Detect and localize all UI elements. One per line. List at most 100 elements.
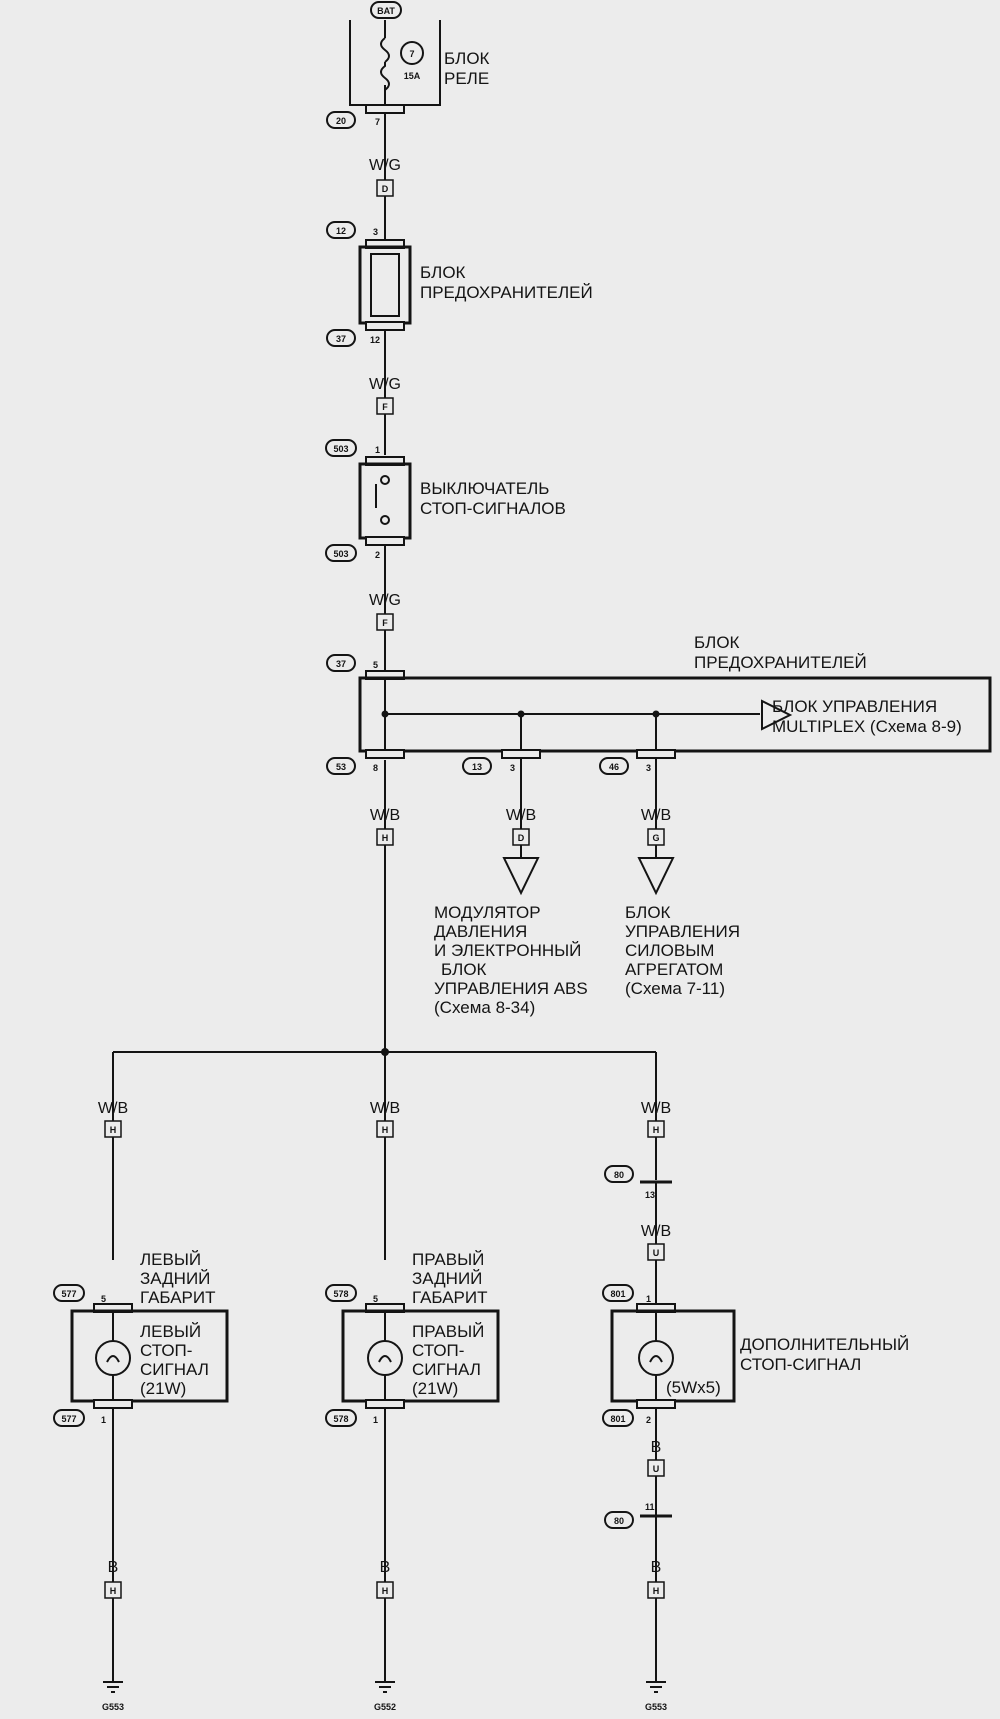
bulb-icon bbox=[95, 1340, 131, 1376]
wire-color: W/G bbox=[369, 157, 401, 174]
mid-lamp-conn-bottom: 578 bbox=[333, 1414, 348, 1424]
right-lamp-inner: (5Wx5) bbox=[666, 1378, 721, 1397]
fuse-block-2-conn-top: 37 bbox=[336, 659, 346, 669]
pcm-label-5: (Схема 7-11) bbox=[625, 979, 725, 998]
mid-lamp-inner-2: СТОП- bbox=[412, 1341, 464, 1360]
fuse-block-1-conn-bottom: 37 bbox=[336, 334, 346, 344]
fuse-block-1-conn-top: 12 bbox=[336, 226, 346, 236]
arrow-down-icon bbox=[502, 857, 540, 896]
wire-code: U bbox=[653, 1248, 660, 1258]
right-lamp-conn-bottom: 801 bbox=[610, 1414, 625, 1424]
ground-icon bbox=[374, 1671, 396, 1693]
fuse-rating: 15A bbox=[404, 71, 421, 81]
pcm-label-2: УПРАВЛЕНИЯ bbox=[625, 922, 740, 941]
fuse-block-2-pin-pcm: 3 bbox=[646, 763, 651, 773]
wire-color: W/B bbox=[641, 1100, 671, 1117]
left-lamp-caption-3: ГАБАРИТ bbox=[140, 1288, 215, 1307]
fuse-number: 7 bbox=[409, 49, 414, 59]
wire-color: W/G bbox=[369, 592, 401, 609]
mid-lamp-pin-bottom: 1 bbox=[373, 1415, 378, 1425]
right-lamp-ground: G553 bbox=[645, 1702, 667, 1712]
wire-w3: W/G F bbox=[369, 592, 401, 631]
mid-lamp-caption-2: ЗАДНИЙ bbox=[412, 1269, 482, 1288]
wire-color: W/G bbox=[369, 376, 401, 393]
wire-color: W/B bbox=[506, 807, 536, 824]
wire-color: W/B bbox=[370, 807, 400, 824]
fuse-block-1-label-1: БЛОК bbox=[420, 263, 466, 282]
left-lamp-inner-1: ЛЕВЫЙ bbox=[140, 1322, 201, 1341]
wire-code: H bbox=[382, 833, 389, 843]
wire-color: B bbox=[651, 1559, 662, 1576]
left-brake-lamp: ЛЕВЫЙ ЗАДНИЙ ГАБАРИТ 577 5 ЛЕВЫЙ СТОП- С… bbox=[53, 1250, 229, 1712]
connector-80-upper: 80 13 W/B U bbox=[604, 1165, 672, 1261]
additional-brake-lamp: 801 1 (5Wx5) ДОПОЛНИТЕЛЬНЫЙ СТОП-СИГНАЛ … bbox=[602, 1260, 909, 1712]
wire-w4: W/B H bbox=[370, 807, 400, 846]
left-lamp-conn-bottom: 577 bbox=[61, 1414, 76, 1424]
left-lamp-conn-top: 577 bbox=[61, 1289, 76, 1299]
wire-code: H bbox=[110, 1125, 117, 1135]
connector-80-lower-id: 80 bbox=[614, 1516, 624, 1526]
right-lamp-pin-bottom: 2 bbox=[646, 1415, 651, 1425]
pcm-branch: W/B G БЛОК УПРАВЛЕНИЯ СИЛОВЫМ АГРЕГАТОМ … bbox=[625, 758, 740, 998]
brake-switch-conn-top: 503 bbox=[333, 444, 348, 454]
left-lamp-pin-top: 5 bbox=[101, 1294, 106, 1304]
left-lamp-inner-3: СИГНАЛ bbox=[140, 1360, 209, 1379]
brake-switch-label-2: СТОП-СИГНАЛОВ bbox=[420, 499, 566, 518]
mid-lamp-inner-4: (21W) bbox=[412, 1379, 458, 1398]
left-lamp-caption-1: ЛЕВЫЙ bbox=[140, 1250, 201, 1269]
wire-color: W/B bbox=[98, 1100, 128, 1117]
brake-light-switch: 503 1 503 2 ВЫКЛЮЧАТЕЛЬ СТОП-СИГНАЛОВ bbox=[325, 439, 566, 562]
fuse-block-2-conn-pcm: 46 bbox=[609, 762, 619, 772]
wire-color: B bbox=[108, 1559, 119, 1576]
abs-label-5: УПРАВЛЕНИЯ ABS bbox=[434, 979, 588, 998]
left-lamp-pin-bottom: 1 bbox=[101, 1415, 106, 1425]
fuse-block-2-conn-abs: 13 bbox=[472, 762, 482, 772]
mid-lamp-ground: G552 bbox=[374, 1702, 396, 1712]
arrow-down-icon bbox=[637, 857, 675, 896]
pcm-label-1: БЛОК bbox=[625, 903, 671, 922]
wire-w1: W/G D bbox=[369, 157, 401, 197]
pcm-label-4: АГРЕГАТОМ bbox=[625, 960, 723, 979]
wire-code: D bbox=[518, 833, 525, 843]
right-lamp-pin-top: 1 bbox=[646, 1294, 651, 1304]
fuse-block-1-label-2: ПРЕДОХРАНИТЕЛЕЙ bbox=[420, 283, 593, 302]
connector-80-pin-a: 13 bbox=[645, 1190, 655, 1200]
abs-label-3: И ЭЛЕКТРОННЫЙ bbox=[434, 941, 581, 960]
abs-label-6: (Схема 8-34) bbox=[434, 998, 535, 1017]
brake-switch-conn-bottom: 503 bbox=[333, 549, 348, 559]
ground-icon bbox=[102, 1671, 124, 1693]
brake-switch-pin-bottom: 2 bbox=[375, 550, 380, 560]
wire-color: W/B bbox=[641, 807, 671, 824]
distribution-bus bbox=[112, 1051, 657, 1260]
wire-code: G bbox=[652, 833, 659, 843]
relay-block-label-2: РЕЛЕ bbox=[444, 69, 489, 88]
arrow-right-icon bbox=[761, 699, 793, 731]
abs-label-1: МОДУЛЯТОР bbox=[434, 903, 541, 922]
left-lamp-ground: G553 bbox=[102, 1702, 124, 1712]
bulb-icon bbox=[638, 1340, 674, 1376]
wire-code: F bbox=[382, 618, 388, 628]
mid-lamp-inner-3: СИГНАЛ bbox=[412, 1360, 481, 1379]
wire-code: U bbox=[653, 1464, 660, 1474]
abs-branch: W/B D МОДУЛЯТОР ДАВЛЕНИЯ И ЭЛЕКТРОННЫЙ Б… bbox=[434, 758, 588, 1017]
wire-code: H bbox=[382, 1586, 389, 1596]
wire-code: F bbox=[382, 402, 388, 412]
fuse-block-2-label-2: ПРЕДОХРАНИТЕЛЕЙ bbox=[694, 653, 867, 672]
fuse-block-2-conn-bottom: 53 bbox=[336, 762, 346, 772]
relay-pin: 7 bbox=[375, 117, 380, 127]
brake-switch-label-1: ВЫКЛЮЧАТЕЛЬ bbox=[420, 479, 549, 498]
right-brake-lamp: ПРАВЫЙ ЗАДНИЙ ГАБАРИТ 578 5 ПРАВЫЙ СТОП-… bbox=[325, 1250, 500, 1712]
fuse-block-2-pin-abs: 3 bbox=[510, 763, 515, 773]
connector-80-id: 80 bbox=[614, 1170, 624, 1180]
multiplex-label-1: БЛОК УПРАВЛЕНИЯ bbox=[772, 697, 937, 716]
ground-icon bbox=[645, 1671, 667, 1693]
battery-label: BAT bbox=[377, 6, 395, 16]
wire-code: H bbox=[110, 1586, 117, 1596]
relay-block: 7 15A БЛОК РЕЛЕ 20 7 bbox=[326, 20, 490, 129]
wire-code: H bbox=[653, 1586, 660, 1596]
wire-color: W/B bbox=[370, 1100, 400, 1117]
mid-lamp-pin-top: 5 bbox=[373, 1294, 378, 1304]
wire-color: B bbox=[380, 1559, 391, 1576]
junction-dot bbox=[381, 1048, 389, 1056]
